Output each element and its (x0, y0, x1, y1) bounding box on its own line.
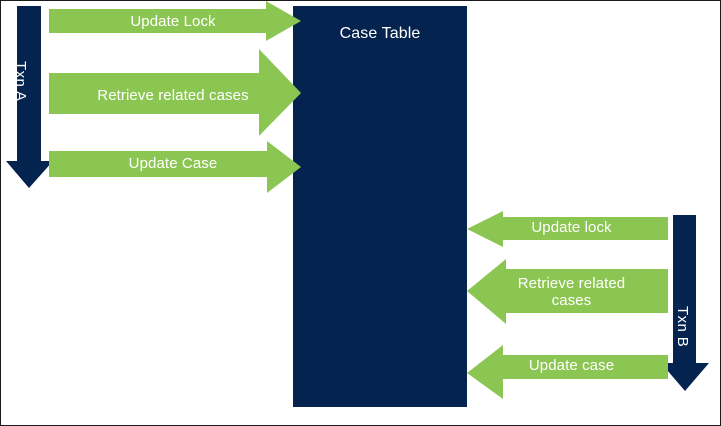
arrow-update-lock-a[interactable] (49, 1, 301, 41)
txn-b-arrow[interactable] (661, 215, 709, 391)
arrow-update-case-a[interactable] (49, 141, 301, 193)
arrow-update-lock-b[interactable] (467, 211, 668, 247)
txn-a-arrow[interactable] (6, 6, 53, 188)
arrow-retrieve-a[interactable] (49, 49, 301, 136)
arrow-retrieve-b[interactable] (467, 259, 668, 324)
arrow-update-case-b[interactable] (467, 345, 668, 399)
case-table-rect[interactable] (293, 6, 467, 407)
